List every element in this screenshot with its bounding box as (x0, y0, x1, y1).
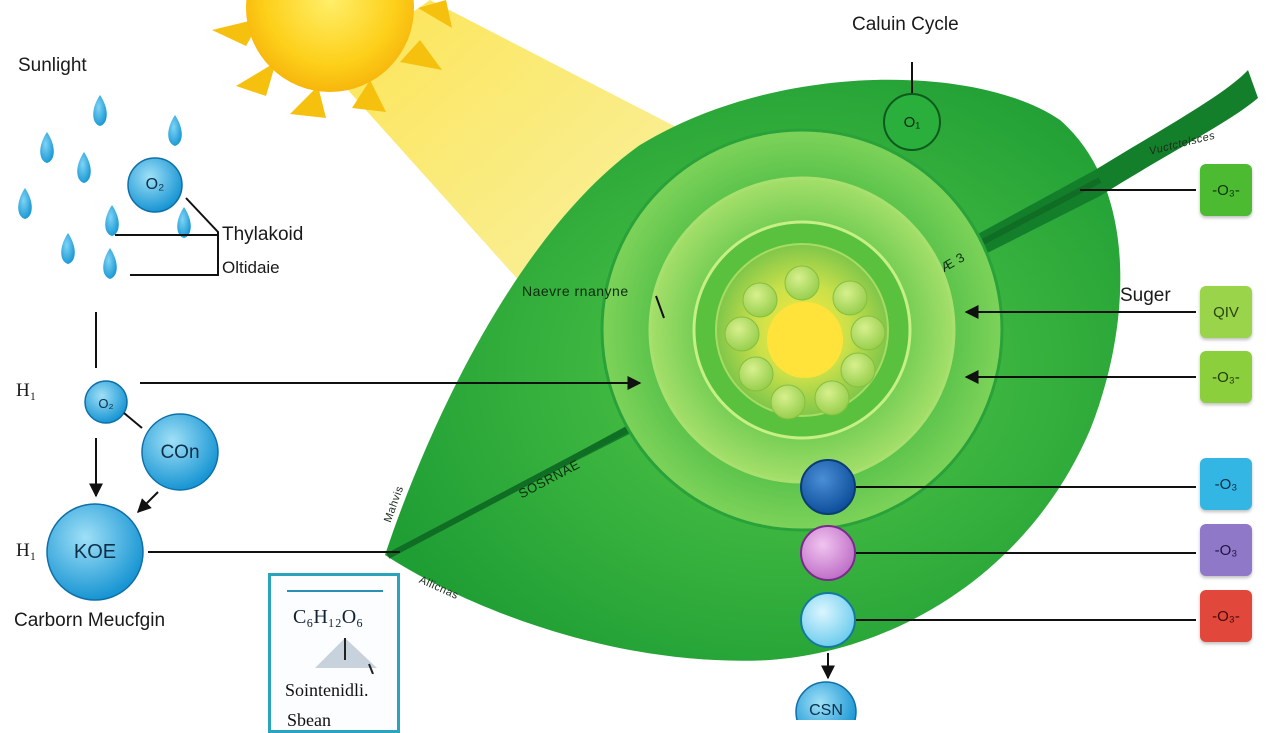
water-drops (18, 95, 191, 279)
glucose-formula: C₆H₁₂O₆ (293, 606, 364, 628)
calvin-cycle-label: Caluin Cycle (852, 14, 959, 35)
glucose-line-1: Sointenidli. (285, 680, 369, 700)
output-chip-6: -O₃- (1200, 590, 1252, 642)
co2-mid-text: COn (160, 442, 200, 463)
purple-molecule (800, 525, 856, 581)
output-molecule (795, 681, 857, 720)
connector-lines (89, 189, 1196, 680)
co2-big-text: KOE (73, 540, 117, 563)
leaf-band-top-label: Naevre rnanyne (522, 283, 629, 299)
chloroplast (600, 128, 1004, 532)
small-molecule-text: O₂ (98, 395, 114, 411)
output-molecule-text: CSN (809, 702, 843, 719)
cyan-molecule (800, 592, 856, 648)
oxide-label: Oltidaie (222, 258, 280, 277)
sugar-label: Suger (1120, 285, 1171, 306)
o2-molecule-top-text: O₂ (145, 176, 165, 193)
mountain-icon (315, 638, 377, 674)
carbon-label: Carborn Meucfgin (14, 610, 166, 631)
calvin-cycle-marker (883, 62, 941, 151)
sun-icon (212, 0, 452, 118)
co2-molecule-big (46, 503, 144, 601)
output-chip-2: QIV (1200, 286, 1252, 338)
small-molecule (84, 380, 128, 424)
calvin-ring-text: O₁ (903, 113, 921, 131)
output-chip-3: -O₃- (1200, 351, 1252, 403)
glucose-info-box: C₆H₁₂O₆ Sointenidli. Sbean (268, 573, 400, 733)
output-chip-1: -O₃- (1200, 164, 1252, 216)
co2-molecule-mid (141, 413, 219, 491)
sunlight-label: Sunlight (18, 55, 87, 76)
thylakoid-bubbles (724, 265, 886, 420)
thylakoid-label: Thylakoid (222, 224, 304, 245)
output-chip-4: -O₃ (1200, 458, 1252, 510)
o2-molecule-top (127, 157, 183, 213)
output-chip-5: -O₃ (1200, 524, 1252, 576)
blue-molecule (800, 459, 856, 515)
h-label-bottom: H₁ (16, 540, 37, 561)
h-label-top: H₁ (16, 380, 37, 401)
glucose-line-2: Sbean (287, 710, 331, 730)
